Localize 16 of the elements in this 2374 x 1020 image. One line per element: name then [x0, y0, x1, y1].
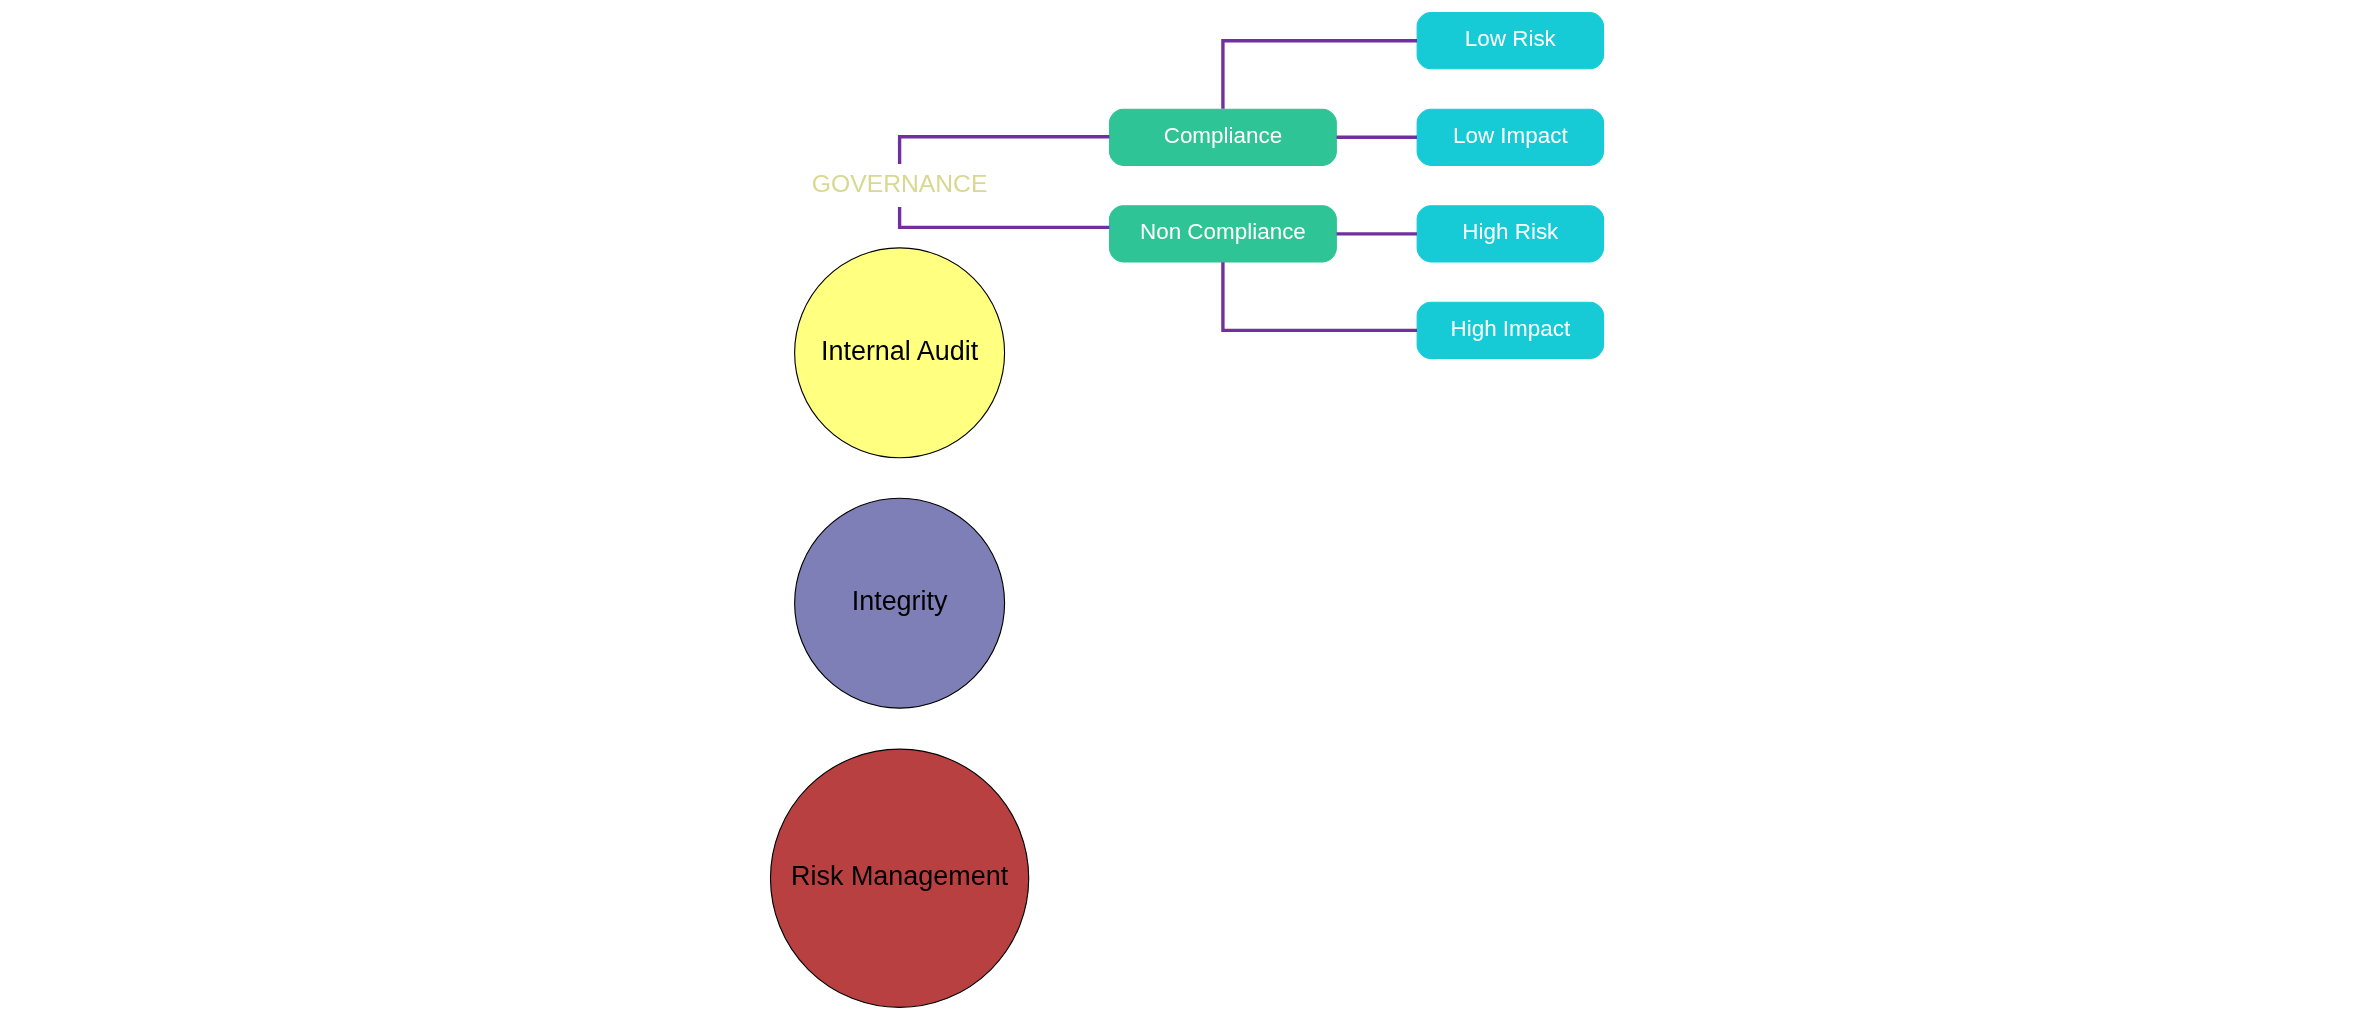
- connector: [1221, 39, 1417, 109]
- node-circle: Integrity: [794, 497, 1006, 709]
- node-circle: Internal Audit: [794, 247, 1006, 459]
- connector: [897, 135, 1110, 164]
- node-box: High Risk: [1416, 205, 1605, 263]
- node-box: Low Impact: [1416, 108, 1605, 166]
- node-box: Low Risk: [1416, 12, 1605, 70]
- node-box: Non Compliance: [1109, 205, 1337, 263]
- connector: [897, 206, 1110, 230]
- node-text: GOVERNANCE: [811, 169, 988, 197]
- connector: [1336, 232, 1417, 236]
- connector: [1336, 135, 1417, 139]
- node-box: Compliance: [1109, 108, 1337, 166]
- node-circle: Risk Management: [769, 748, 1030, 1008]
- connector: [1221, 262, 1417, 333]
- node-box: High Impact: [1416, 301, 1605, 359]
